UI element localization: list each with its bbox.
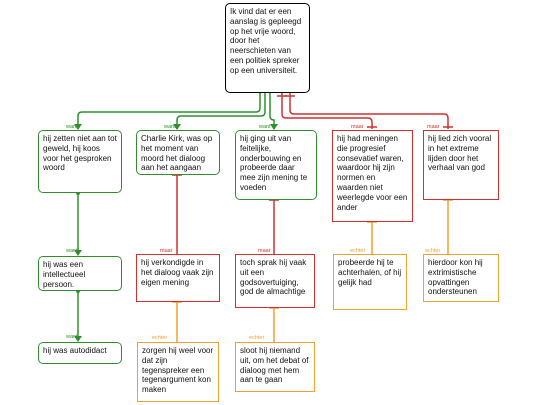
label-n2a: maar (160, 248, 173, 254)
arrowhead-n1 (74, 124, 82, 130)
node-n1b-text: hij was autodidact (43, 346, 107, 355)
node-n2a[interactable]: hij verkondigde in het dialoog vaak zijn… (136, 254, 220, 302)
node-n3a-text: toch sprak hij vaak uit een godsovertuig… (240, 258, 307, 297)
label-n2b: echter (152, 335, 168, 341)
node-n3b-text: sloot hij niemand uit, om het debat of d… (240, 346, 309, 385)
edge-root-n2 (176, 92, 266, 129)
node-n5a[interactable]: hierdoor kon hij extrimistische opvattin… (423, 254, 499, 302)
node-n4a[interactable]: probeerde hij te achterhalen, of hij gel… (333, 254, 407, 310)
label-n1b: want (66, 334, 78, 340)
node-n2b[interactable]: zorgen hij weel voor dat zijn tegensprek… (137, 342, 219, 402)
root-claim[interactable]: Ik vind dat er een aanslag is gepleegd o… (225, 3, 310, 93)
arrowhead-n3 (270, 124, 278, 130)
node-n2b-text: zorgen hij weel voor dat zijn tegensprek… (142, 346, 214, 395)
node-n4-text: hij had meningen die progresief consevat… (337, 134, 408, 212)
root-claim-text: Ik vind dat er een aanslag is gepleegd o… (230, 7, 302, 75)
label-n4: maar (351, 124, 364, 130)
node-n3-text: hij ging uit van feitelijke, onderbouwin… (240, 134, 308, 192)
label-n3a: maar (258, 248, 271, 254)
node-n5-text: hij lied zich vooral in het extreme lijd… (428, 134, 492, 173)
node-n3b[interactable]: sloot hij niemand uit, om het debat of d… (235, 342, 315, 392)
edge-root-n3 (269, 92, 275, 129)
label-n2: want (164, 124, 176, 130)
arrowhead-n2 (173, 124, 181, 130)
node-n2[interactable]: Charlie Kirk, was op het moment van moor… (136, 130, 220, 175)
node-n1a-text: hij was een intellectueel persoon. (43, 260, 86, 289)
label-n3b: echter (249, 335, 265, 341)
node-n2-text: Charlie Kirk, was op het moment van moor… (141, 134, 213, 173)
label-n3: want (259, 124, 271, 130)
label-n5a: echter (425, 248, 441, 254)
node-n5a-text: hierdoor kon hij extrimistische opvattin… (428, 258, 483, 297)
edge-root-n1 (77, 92, 261, 129)
node-n1b[interactable]: hij was autodidact (38, 342, 122, 364)
node-n3[interactable]: hij ging uit van feitelijke, onderbouwin… (235, 130, 317, 200)
label-n4a: echter (350, 248, 366, 254)
node-n4[interactable]: hij had meningen die progresief consevat… (332, 130, 413, 222)
label-n5: maar (427, 124, 440, 130)
edge-root-n4 (281, 92, 373, 129)
node-n3a[interactable]: toch sprak hij vaak uit een godsovertuig… (235, 254, 315, 308)
label-n1a: want (66, 248, 78, 254)
label-n1: want (66, 124, 78, 130)
node-n1-text: hij zetten niet aan tot geweld, hij koos… (43, 134, 117, 173)
arrowhead-n1b (74, 336, 82, 342)
node-n1a[interactable]: hij was een intellectueel persoon. (38, 256, 122, 291)
node-n2a-text: hij verkondigde in het dialoog vaak zijn… (141, 258, 214, 287)
node-n4a-text: probeerde hij te achterhalen, of hij gel… (338, 258, 402, 287)
node-n5[interactable]: hij lied zich vooral in het extreme lijd… (423, 130, 499, 200)
edge-root-n5 (289, 92, 449, 129)
arrowhead-n1a (74, 250, 82, 256)
node-n1[interactable]: hij zetten niet aan tot geweld, hij koos… (38, 130, 122, 193)
